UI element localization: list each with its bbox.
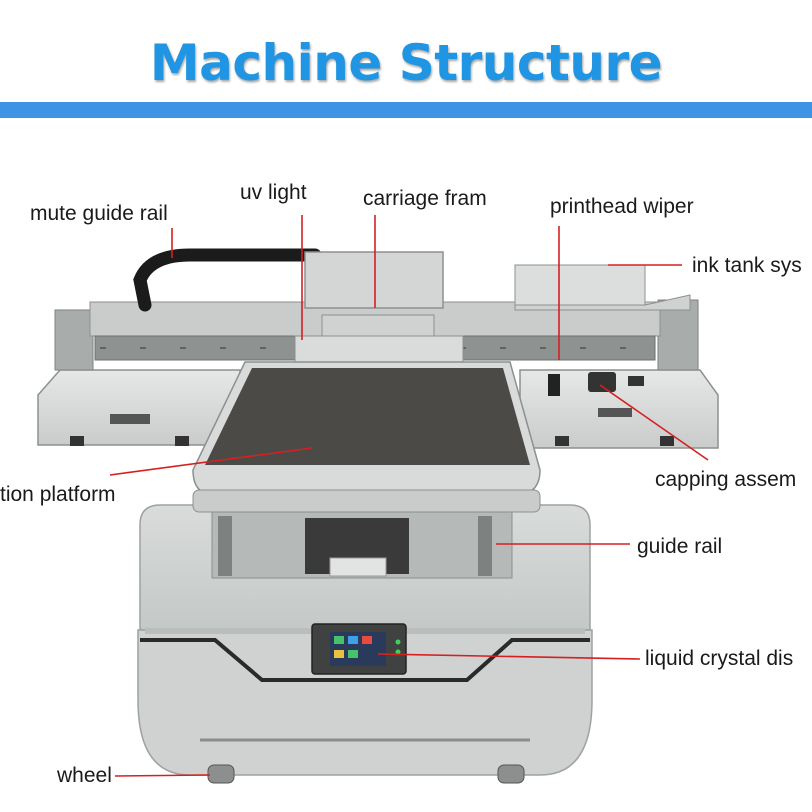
label-lcd: liquid crystal dis (645, 647, 793, 671)
print-platform (193, 362, 540, 512)
label-uv-light: uv light (240, 181, 307, 205)
ink-tank-box (515, 265, 690, 310)
guide-rail-area (212, 512, 512, 578)
label-wheel: wheel (57, 764, 112, 788)
label-platform: tion platform (0, 483, 116, 507)
lcd-panel (312, 624, 406, 674)
label-mute-guide-rail: mute guide rail (30, 202, 168, 226)
label-printhead-wiper: printhead wiper (550, 195, 694, 219)
label-ink-tank: ink tank sys (692, 254, 802, 278)
label-carriage-frame: carriage fram (363, 187, 487, 211)
right-side-box (520, 370, 718, 448)
cable-chain (140, 255, 315, 305)
label-guide-rail: guide rail (637, 535, 722, 559)
label-capping: capping assem (655, 468, 796, 492)
